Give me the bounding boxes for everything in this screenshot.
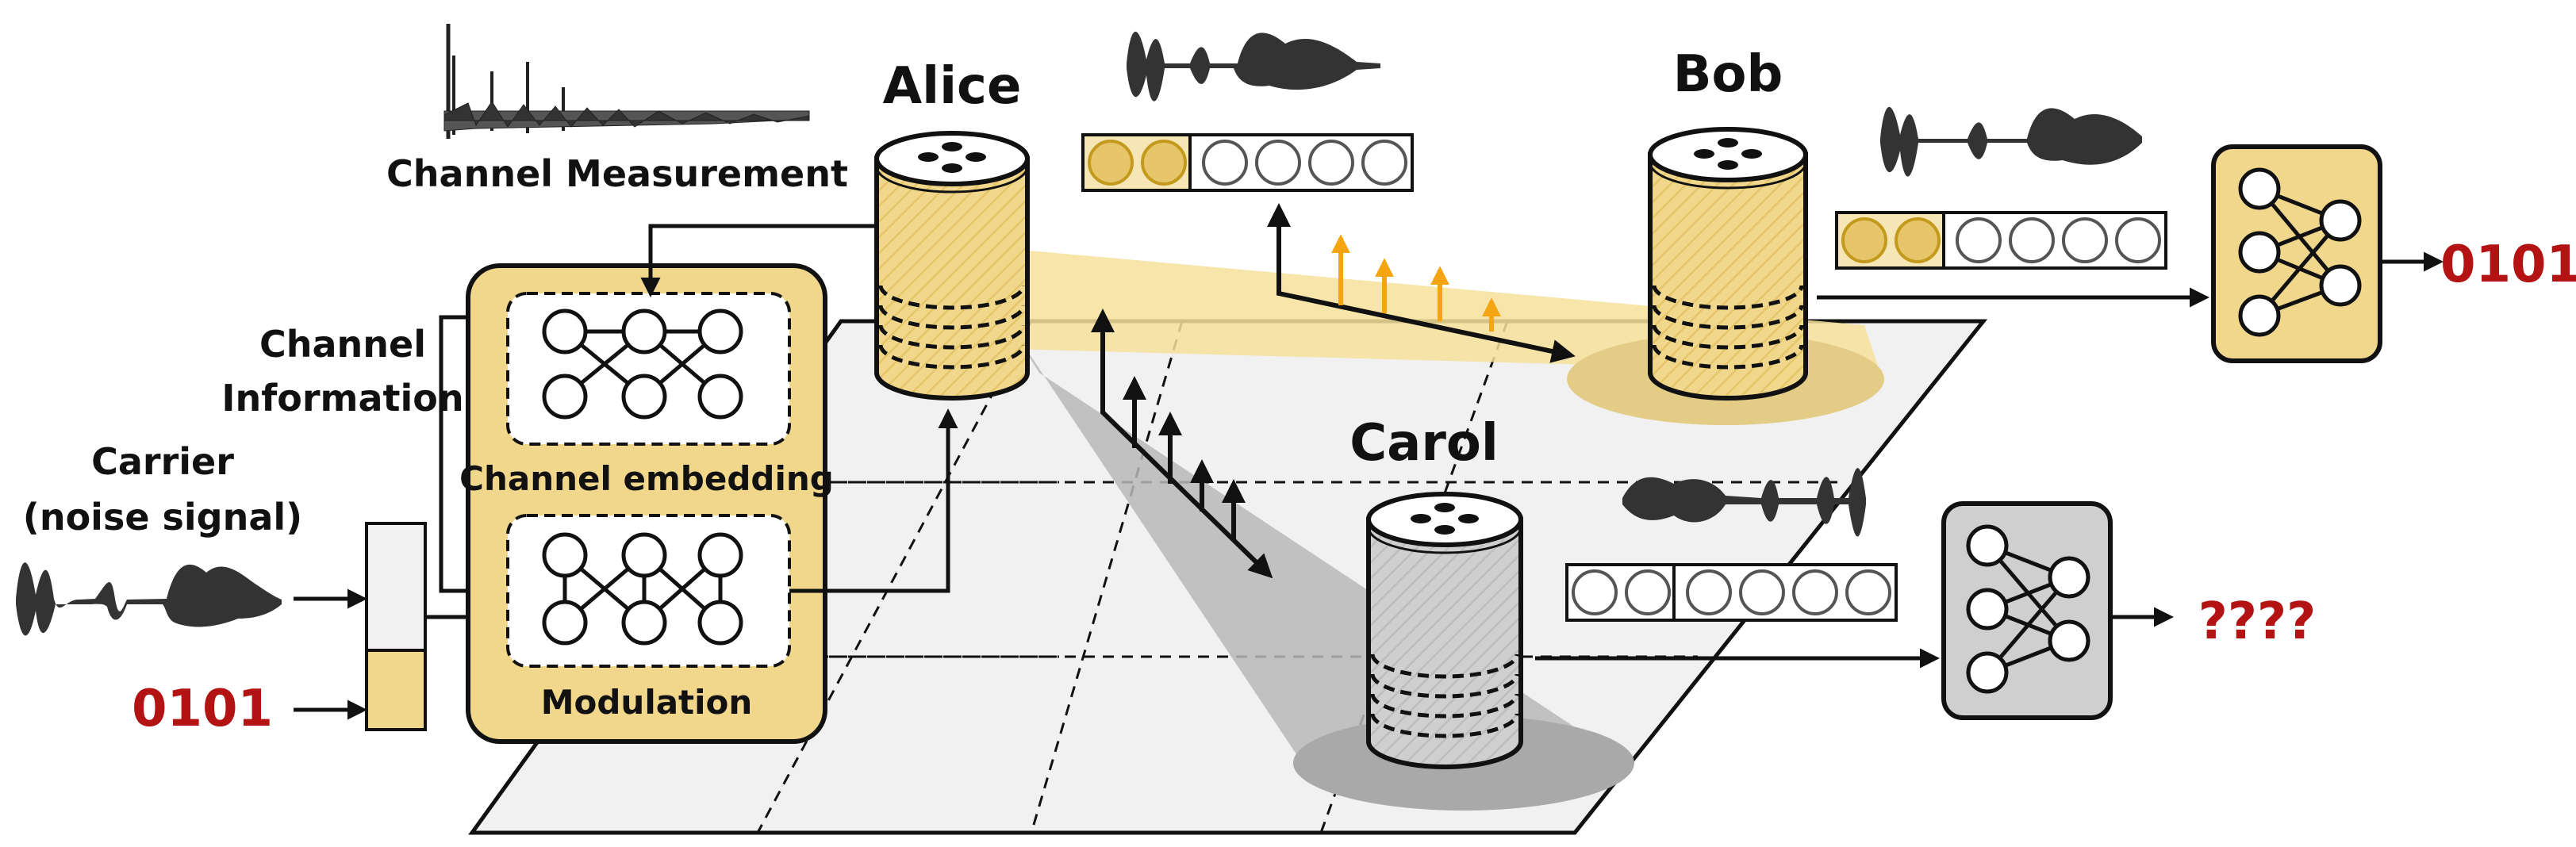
alice-bit-strip: [1081, 133, 1414, 192]
carol-output-bits: ????: [2198, 592, 2317, 651]
bit-cell-empty: [2009, 217, 2055, 263]
carol-bit-strip: [1565, 563, 1898, 622]
bit-cell-empty: [1255, 140, 1301, 186]
channel-information-label-line1: Channel: [259, 323, 426, 366]
alice-to-embedding-arrow: [640, 224, 877, 297]
channel-measurement-label: Channel Measurement: [386, 152, 848, 195]
bob-label: Bob: [1673, 45, 1783, 104]
alice-label: Alice: [883, 57, 1022, 116]
carol-decoder-network-icon: [1941, 501, 2113, 720]
bit-cell-empty: [2115, 217, 2161, 263]
carol-speaker-icon: [1366, 492, 1523, 769]
channel-impulse-response-icon: [443, 24, 810, 139]
bit-cell-filled: [1141, 140, 1187, 186]
bit-cell-filled: [1841, 217, 1887, 263]
bit-cell-empty: [2062, 217, 2108, 263]
modulation-network-icon: [542, 532, 743, 646]
carrier-label-line2: (noise signal): [23, 496, 302, 538]
bit-cell-empty: [1792, 569, 1838, 615]
channel-embedding-network-icon: [542, 309, 743, 420]
carol-waveform-icon: [1622, 468, 1866, 537]
bob-decoder-network-icon: [2211, 144, 2382, 363]
modulation-label: Modulation: [541, 683, 753, 722]
bob-speaker-icon: [1648, 127, 1808, 401]
bit-cell-empty: [1202, 140, 1248, 186]
alice-speaker-icon: [874, 131, 1030, 401]
bit-cell-empty: [1845, 569, 1891, 615]
alice-carol-beam: [984, 286, 1626, 761]
bit-cell-empty: [1572, 569, 1618, 615]
input-stack-box: [365, 522, 427, 731]
bit-cell-empty: [1308, 140, 1354, 186]
channel-embedding-label: Channel embedding: [459, 459, 834, 498]
bob-bit-strip: [1835, 211, 2167, 270]
carol-label: Carol: [1349, 414, 1499, 473]
input-bits: 0101: [132, 680, 273, 738]
bob-waveform-icon: [1880, 106, 2142, 177]
bit-cell-empty: [1956, 217, 2002, 263]
bit-cell-filled: [1895, 217, 1941, 263]
bit-cell-empty: [1739, 569, 1785, 615]
alice-waveform-icon: [1127, 31, 1380, 102]
bit-cell-empty: [1686, 569, 1732, 615]
bit-cell-empty: [1361, 140, 1407, 186]
bob-output-bits: 0101: [2440, 236, 2576, 294]
bob-multipath-arrows: [1267, 203, 1576, 363]
carrier-waveform-icon: [16, 562, 282, 636]
bit-cell-filled: [1088, 140, 1134, 186]
channel-information-label-line2: Information: [221, 377, 463, 420]
carol-multipath-arrows: [1091, 309, 1273, 579]
bit-cell-empty: [1625, 569, 1671, 615]
modulation-to-alice-arrow: [789, 408, 958, 593]
carrier-label-line1: Carrier: [91, 440, 234, 483]
